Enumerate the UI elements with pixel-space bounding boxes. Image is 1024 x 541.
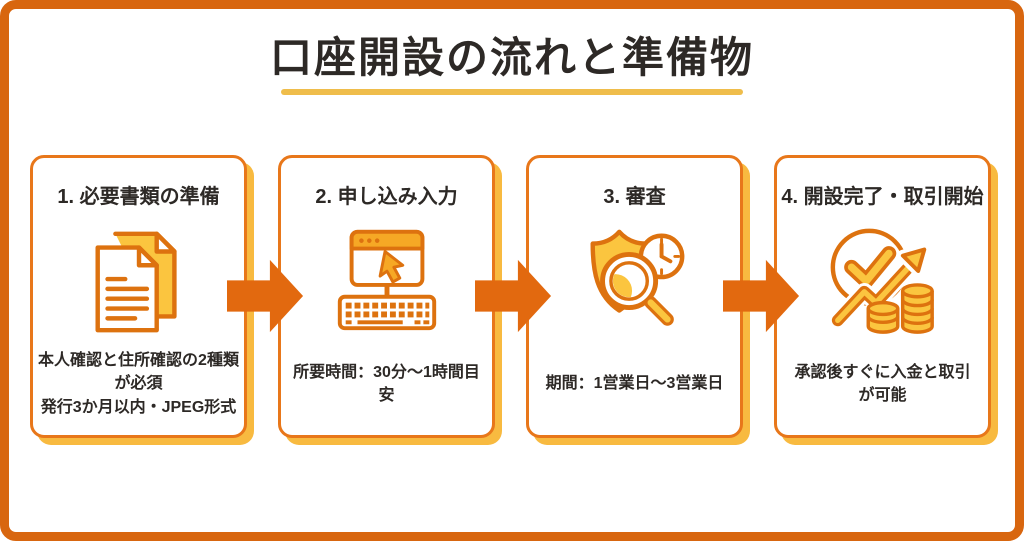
arrow-right-icon [475, 257, 553, 335]
step-description-2: 所要時間：30分〜1時間目安 [293, 363, 480, 404]
step-title-3: 3. 審査 [603, 186, 666, 208]
header: 口座開設の流れと準備物 [0, 34, 1024, 96]
arrow-right-icon [723, 257, 801, 335]
computer-input-icon [328, 217, 446, 345]
step-description-3: 期間：1営業日〜3営業日 [545, 375, 724, 393]
arrow-right-icon [227, 257, 305, 335]
step-title-1: 1. 必要書類の準備 [57, 186, 220, 208]
documents-icon [80, 217, 198, 345]
step-card-1: 1. 必要書類の準備 本人確認と住所確認の2種類 が必須 発行3か月以内・JPE… [30, 155, 247, 438]
step-description-4: 承認後すぐに入金と取引 が可能 [794, 363, 971, 404]
shield-magnifier-clock-icon [576, 217, 694, 345]
step-title-2: 2. 申し込み入力 [315, 186, 458, 208]
step-title-4: 4. 開設完了・取引開始 [781, 186, 984, 208]
step-card-2: 2. 申し込み入力 所要時間：30分〜1時間目安 [278, 155, 495, 438]
page-title: 口座開設の流れと準備物 [269, 34, 754, 81]
title-underline [281, 89, 743, 96]
step-description-1: 本人確認と住所確認の2種類 が必須 発行3か月以内・JPEG形式 [38, 352, 239, 416]
check-growth-coins-icon [824, 217, 942, 345]
step-card-3: 3. 審査 期間：1営業日〜3営業日 [526, 155, 743, 438]
step-card-4: 4. 開設完了・取引開始 [774, 155, 991, 438]
